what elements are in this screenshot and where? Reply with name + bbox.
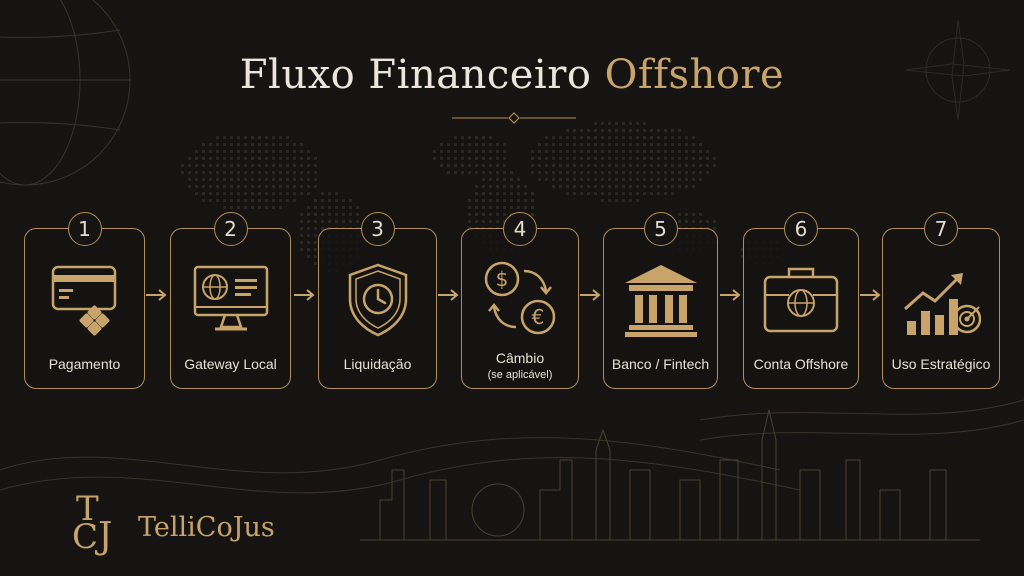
- step-6-number: 6: [784, 212, 818, 246]
- bank-icon: [624, 265, 697, 337]
- growth-chart-target-icon: [904, 273, 981, 335]
- step-2-card: 2 Gateway Local: [170, 212, 291, 389]
- step-7-card: 7 Uso Estratégico: [882, 212, 1000, 389]
- arrow-right-icon: [294, 289, 315, 301]
- step-2-number: 2: [213, 212, 248, 246]
- arrow-right-icon: [580, 289, 601, 301]
- title-accent: Offshore: [604, 52, 785, 98]
- step-4-sublabel: (se aplicável): [487, 369, 553, 381]
- step-1-number: 1: [67, 212, 102, 246]
- brand-monogram-logo: T C J: [72, 489, 112, 557]
- shield-clock-icon: [348, 263, 407, 337]
- currency-exchange-icon: $ €: [484, 261, 556, 335]
- svg-text:C: C: [72, 517, 98, 557]
- page-title: Fluxo Financeiro Offshore: [0, 52, 1024, 98]
- svg-text:T: T: [76, 489, 99, 529]
- step-2-label: Gateway Local: [184, 356, 277, 372]
- step-3-number: 3: [360, 212, 395, 246]
- step-6-label: Conta Offshore: [753, 356, 849, 372]
- svg-text:€: €: [532, 305, 545, 329]
- svg-text:J: J: [94, 516, 112, 557]
- arrow-right-icon: [720, 289, 741, 301]
- step-7-number: 7: [924, 212, 958, 246]
- step-3-label: Liquidação: [343, 356, 412, 372]
- step-6-card: 6 Conta Offshore: [743, 212, 859, 389]
- globe-monitor-icon: [193, 265, 268, 331]
- arrow-right-icon: [438, 289, 459, 301]
- step-7-label: Uso Estratégico: [891, 356, 991, 372]
- step-4-number: 4: [503, 212, 537, 246]
- step-5-number: 5: [643, 212, 678, 246]
- globe-briefcase-icon: [763, 267, 839, 333]
- svg-text:$: $: [496, 267, 509, 291]
- arrow-right-icon: [146, 289, 167, 301]
- step-4-card: 4 $ € Câmbio (se aplicável): [461, 212, 579, 389]
- step-5-label: Banco / Fintech: [611, 356, 710, 372]
- brand-name: TelliCoJus: [138, 512, 275, 543]
- step-4-label: Câmbio: [495, 350, 545, 366]
- arrow-right-icon: [860, 289, 881, 301]
- step-3-card: 3 Liquidação: [318, 212, 437, 389]
- card-payment-icon: [51, 265, 116, 336]
- title-divider: [452, 112, 576, 124]
- step-1-label: Pagamento: [48, 356, 121, 372]
- step-1-card: 1 Pagamento: [24, 212, 145, 389]
- step-5-card: 5 Banco / Fintech: [603, 212, 718, 389]
- title-main: Fluxo Financeiro: [239, 52, 592, 98]
